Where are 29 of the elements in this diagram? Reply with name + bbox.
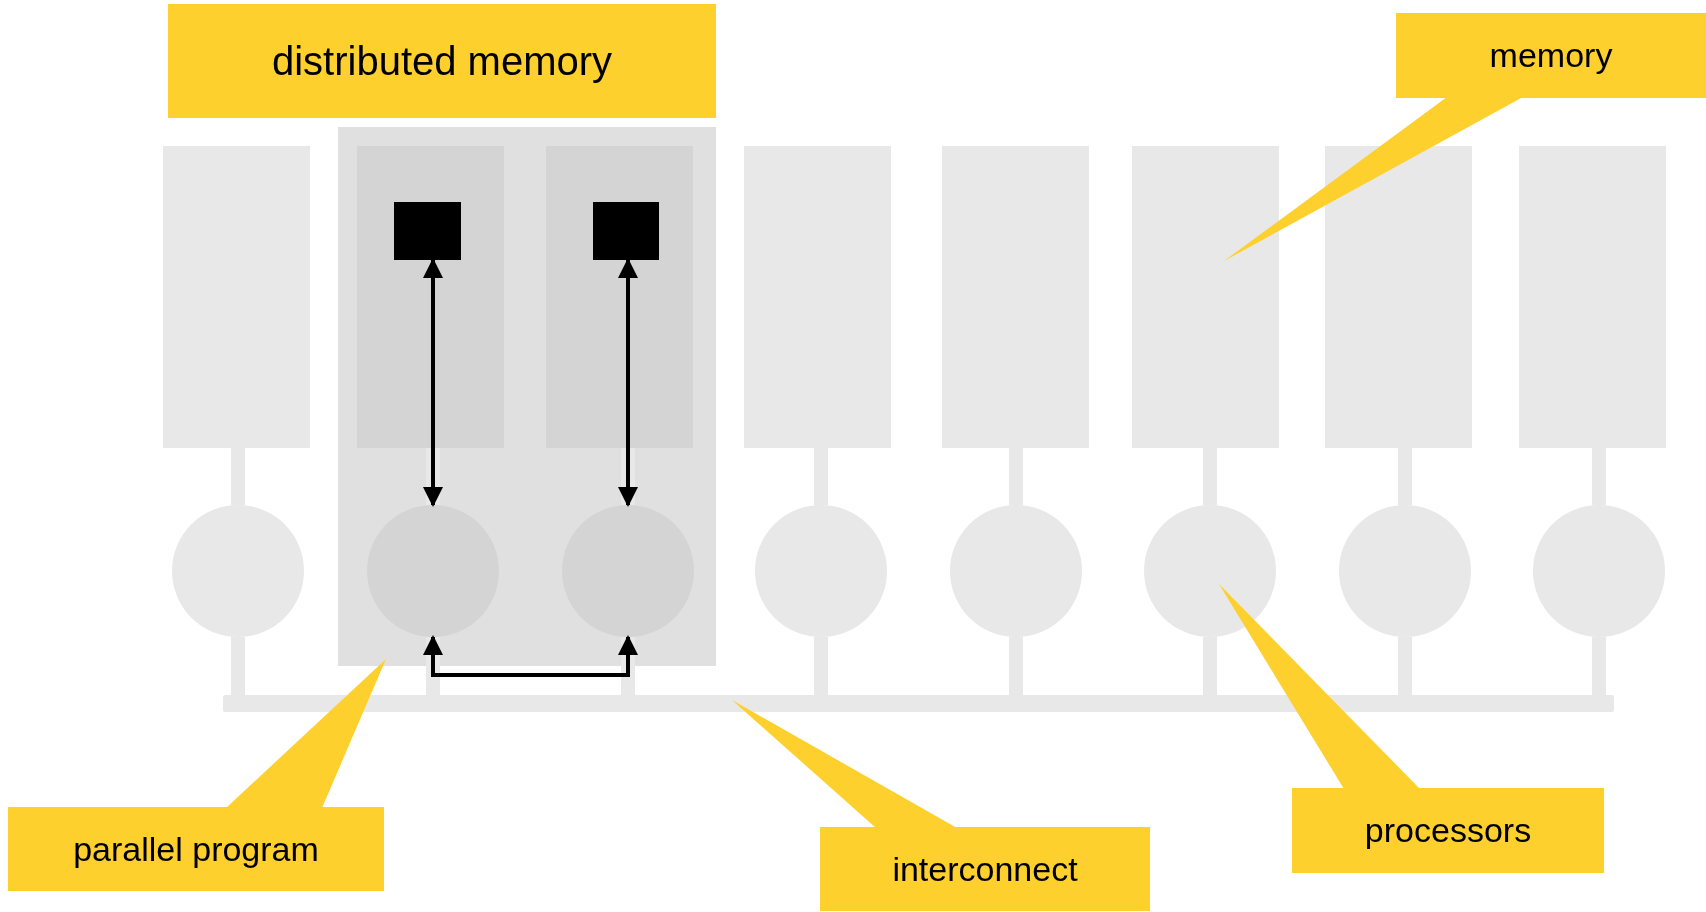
callout-box	[8, 807, 384, 891]
callout-text: interconnect	[892, 848, 1078, 890]
callout-box	[1396, 13, 1706, 98]
connector-stem	[426, 637, 440, 695]
callout-pointer	[1224, 97, 1523, 261]
callout-text: distributed memory	[271, 38, 613, 85]
connector-stem	[621, 448, 635, 505]
double-arrow	[618, 258, 638, 507]
callout-box	[820, 827, 1150, 911]
connector-stem	[621, 637, 635, 695]
data-square	[593, 202, 659, 260]
callout-text: processors	[1364, 810, 1532, 851]
connector-stem	[426, 448, 440, 505]
double-arrow	[423, 635, 638, 677]
bus-bar	[223, 695, 1614, 712]
callout-box	[168, 4, 716, 118]
double-arrow	[423, 258, 443, 507]
callout-pointer	[732, 700, 957, 828]
callout-pointer	[1219, 584, 1420, 789]
callout-box	[1292, 788, 1604, 873]
data-square	[394, 202, 461, 260]
memory-block	[357, 146, 504, 448]
memory-block	[546, 146, 693, 448]
memory-block	[1132, 146, 1279, 448]
program-region	[338, 127, 716, 666]
memory-block	[1325, 146, 1472, 448]
callout-text: memory	[1489, 35, 1613, 76]
callout-text: parallel program	[73, 828, 319, 870]
callout-pointer	[226, 659, 386, 808]
